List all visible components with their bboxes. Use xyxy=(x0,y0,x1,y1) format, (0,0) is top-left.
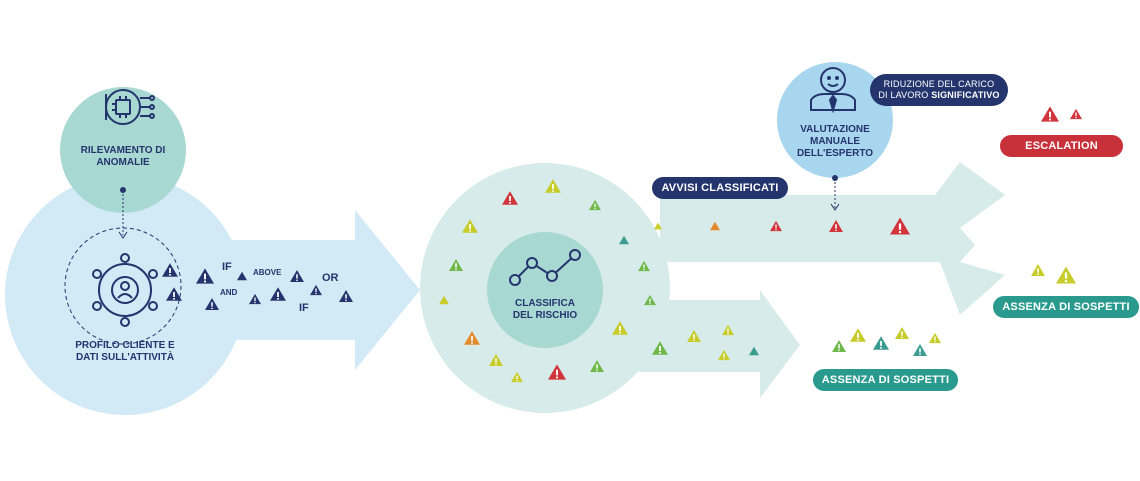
warning-triangle-icon xyxy=(829,220,843,232)
warning-triangle-icon xyxy=(749,346,759,356)
warning-triangle-icon xyxy=(1041,106,1059,122)
ranked-alerts-badge: AVVISI CLASSIFICATI xyxy=(652,177,788,199)
risk-ranking-label: CLASSIFICA DEL RISCHIO xyxy=(512,298,578,321)
client-profile-label: PROFILO CLIENTE E DATI SULL'ATTIVITÀ xyxy=(75,340,175,363)
warning-triangle-icon xyxy=(196,268,214,284)
warning-triangle-icon xyxy=(237,271,247,281)
workload-line-1: RIDUZIONE DEL CARICO xyxy=(883,79,995,89)
logic-if-1: IF xyxy=(222,261,232,273)
warning-triangle-icon xyxy=(310,284,322,296)
warning-triangle-icon xyxy=(644,294,656,306)
logic-above: ABOVE xyxy=(253,268,282,277)
warning-triangle-icon xyxy=(449,259,463,271)
warning-triangle-icon xyxy=(687,330,701,342)
warning-triangle-icon xyxy=(832,340,846,352)
warning-triangle-icon xyxy=(339,290,353,302)
warning-triangle-icon xyxy=(612,321,628,335)
anomaly-detection-label: RILEVAMENTO DI ANOMALIE xyxy=(80,145,166,168)
user-network-icon xyxy=(92,253,158,327)
warning-triangle-icon xyxy=(1031,264,1045,276)
warning-triangle-icon xyxy=(205,298,219,310)
escalation-badge: ESCALATION xyxy=(1000,135,1123,157)
warning-triangle-icon xyxy=(166,287,182,301)
warning-triangle-icon xyxy=(548,364,566,380)
warning-triangle-icon xyxy=(249,293,261,305)
warning-triangle-icon xyxy=(873,336,889,350)
warning-triangle-icon xyxy=(589,199,601,211)
warning-triangle-icon xyxy=(162,263,178,277)
workload-line-2: DI LAVORO SIGNIFICATIVO xyxy=(878,90,1000,100)
logic-and: AND xyxy=(220,288,238,297)
expert-avatar-icon xyxy=(810,67,856,114)
warning-triangle-icon xyxy=(502,191,518,205)
expert-review-label: VALUTAZIONE MANUALE DELL'ESPERTO xyxy=(796,124,874,159)
no-suspicion-bottom-badge: ASSENZA DI SOSPETTI xyxy=(813,369,958,391)
warning-triangle-icon xyxy=(439,295,449,305)
warning-triangle-icon xyxy=(710,221,720,231)
warning-triangle-icon xyxy=(929,332,941,344)
warning-triangle-icon xyxy=(619,235,629,245)
warning-triangle-icon xyxy=(489,354,503,366)
warning-triangle-icon xyxy=(770,220,782,232)
warning-triangle-icon xyxy=(270,287,286,301)
warning-triangle-icon xyxy=(654,222,662,230)
warning-triangle-icon xyxy=(464,331,480,345)
warning-triangle-icon xyxy=(638,260,650,272)
risk-ranking-flow xyxy=(420,162,1005,413)
workload-reduction-badge: RIDUZIONE DEL CARICO DI LAVORO SIGNIFICA… xyxy=(870,74,1008,106)
warning-triangle-icon xyxy=(913,344,927,356)
warning-triangle-icon xyxy=(290,270,304,282)
warning-triangle-icon xyxy=(718,349,730,361)
expert-review-node xyxy=(777,62,893,211)
warning-triangle-icon xyxy=(850,328,866,342)
alert-triangles xyxy=(162,106,1082,383)
logic-if-2: IF xyxy=(299,302,309,314)
warning-triangle-icon xyxy=(890,217,910,235)
gear-chip-icon xyxy=(105,89,155,125)
warning-triangle-icon xyxy=(1056,266,1076,284)
line-chart-icon xyxy=(509,249,581,286)
warning-triangle-icon xyxy=(590,360,604,372)
warning-triangle-icon xyxy=(1070,108,1082,120)
warning-triangle-icon xyxy=(722,324,734,336)
warning-triangle-icon xyxy=(462,219,478,233)
no-suspicion-top-badge: ASSENZA DI SOSPETTI xyxy=(993,296,1139,318)
warning-triangle-icon xyxy=(511,371,523,383)
client-profile-flow xyxy=(5,87,420,415)
warning-triangle-icon xyxy=(895,327,909,339)
warning-triangle-icon xyxy=(652,341,668,355)
logic-or: OR xyxy=(322,272,339,284)
warning-triangle-icon xyxy=(545,179,561,193)
